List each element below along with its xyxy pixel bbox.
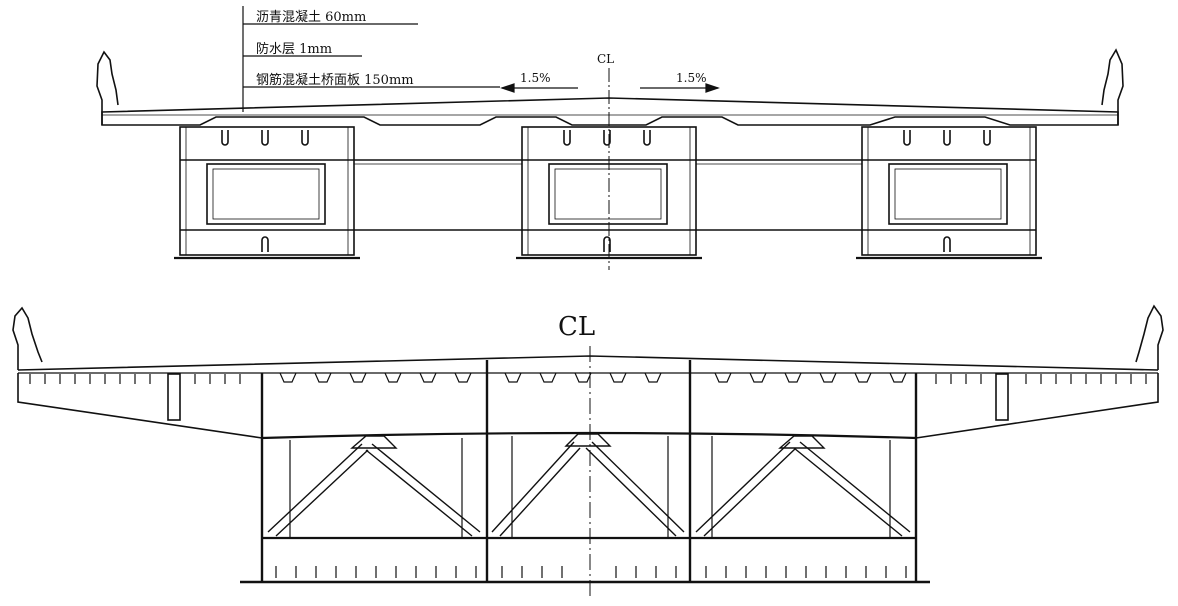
- layer-deck-label: 钢筋混凝土桥面板 150mm: [256, 72, 414, 88]
- slope-right-label: 1.5%: [676, 71, 707, 85]
- slope-arrow-left: [500, 83, 578, 93]
- bottom-left-parapet: [12, 306, 43, 370]
- layer-leader: [242, 6, 500, 112]
- layer-asphalt-label: 沥青混凝土 60mm: [256, 9, 366, 25]
- slope-left-label: 1.5%: [520, 71, 551, 85]
- top-steel-box-left: [174, 126, 360, 260]
- top-steel-box-center: [516, 126, 702, 260]
- bottom-deck-slab: [17, 355, 1159, 371]
- top-deck-slab: [101, 97, 1119, 126]
- top-left-parapet: [96, 50, 119, 125]
- bottom-right-parapet: [1135, 304, 1164, 370]
- layer-waterproof-label: 防水层 1mm: [256, 41, 332, 57]
- top-centerline-label: CL: [597, 52, 614, 66]
- top-steel-box-right: [856, 126, 1042, 260]
- top-cross-section: 沥青混凝土 60mm 防水层 1mm 钢筋混凝土桥面板 150mm 1.5% 1…: [96, 6, 1124, 270]
- truss-bracing: [267, 433, 911, 537]
- top-right-parapet: [1101, 48, 1124, 125]
- slope-arrow-right: [640, 83, 720, 93]
- bottom-cross-section: CL: [12, 304, 1164, 600]
- bottom-centerline-label: CL: [558, 312, 595, 342]
